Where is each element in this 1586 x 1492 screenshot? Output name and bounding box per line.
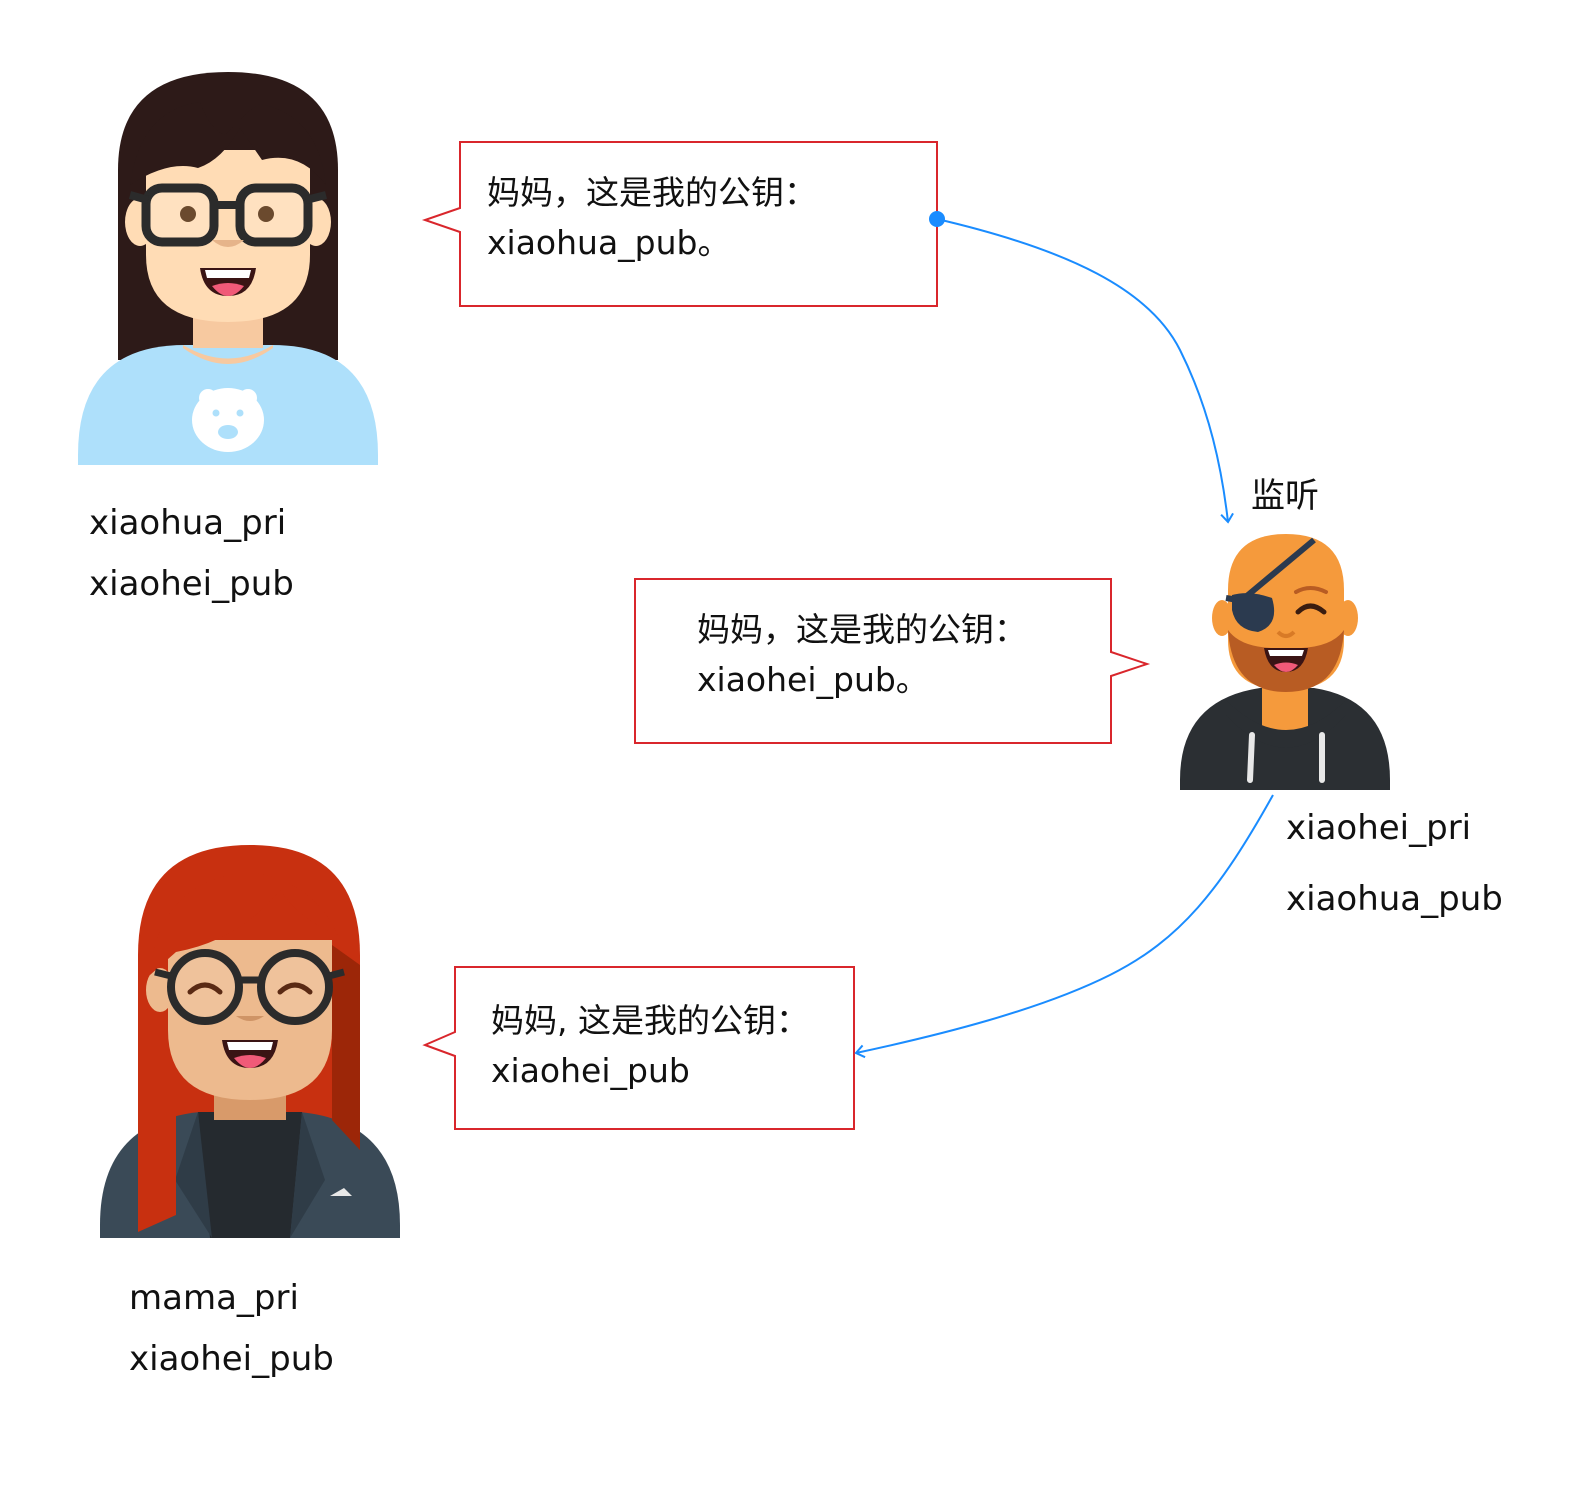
speech-bubble-xiaohua	[421, 141, 938, 307]
speech-bubble-mama	[422, 966, 855, 1130]
speech-bubble-xiaohei	[634, 578, 1151, 744]
bubble-xiaohei-line1: 妈妈，这是我的公钥：	[697, 610, 1027, 649]
bubble-xiaohua-text: 妈妈，这是我的公钥： xiaohua_pub。	[487, 168, 817, 268]
intercept-label: 监听	[1251, 476, 1319, 516]
eyepatch-man-avatar-icon	[1180, 534, 1390, 790]
mama-key-public: xiaohei_pub	[129, 1339, 334, 1379]
xiaohei-key-private: xiaohei_pri	[1286, 808, 1472, 848]
xiaohua-key-public: xiaohei_pub	[89, 564, 294, 604]
bubble-xiaohei-line2: xiaohei_pub。	[697, 660, 929, 699]
intercept-arrow	[936, 218, 1234, 524]
girl-avatar-icon	[78, 72, 378, 465]
bubble-mama-text: 妈妈, 这是我的公钥： xiaohei_pub	[491, 996, 809, 1096]
bubble-mama-line1: 妈妈, 这是我的公钥：	[491, 1001, 809, 1040]
red-hair-woman-avatar-icon	[100, 845, 400, 1238]
mama-key-private: mama_pri	[129, 1278, 299, 1318]
forward-arrow	[854, 794, 1274, 1059]
bubble-mama-line2: xiaohei_pub	[491, 1051, 690, 1090]
xiaohei-key-public: xiaohua_pub	[1286, 879, 1503, 919]
xiaohua-key-private: xiaohua_pri	[89, 503, 287, 543]
bubble-xiaohei-text: 妈妈，这是我的公钥： xiaohei_pub。	[697, 605, 1027, 705]
bubble-xiaohua-line1: 妈妈，这是我的公钥：	[487, 173, 817, 212]
bubble-xiaohua-line2: xiaohua_pub。	[487, 223, 731, 262]
